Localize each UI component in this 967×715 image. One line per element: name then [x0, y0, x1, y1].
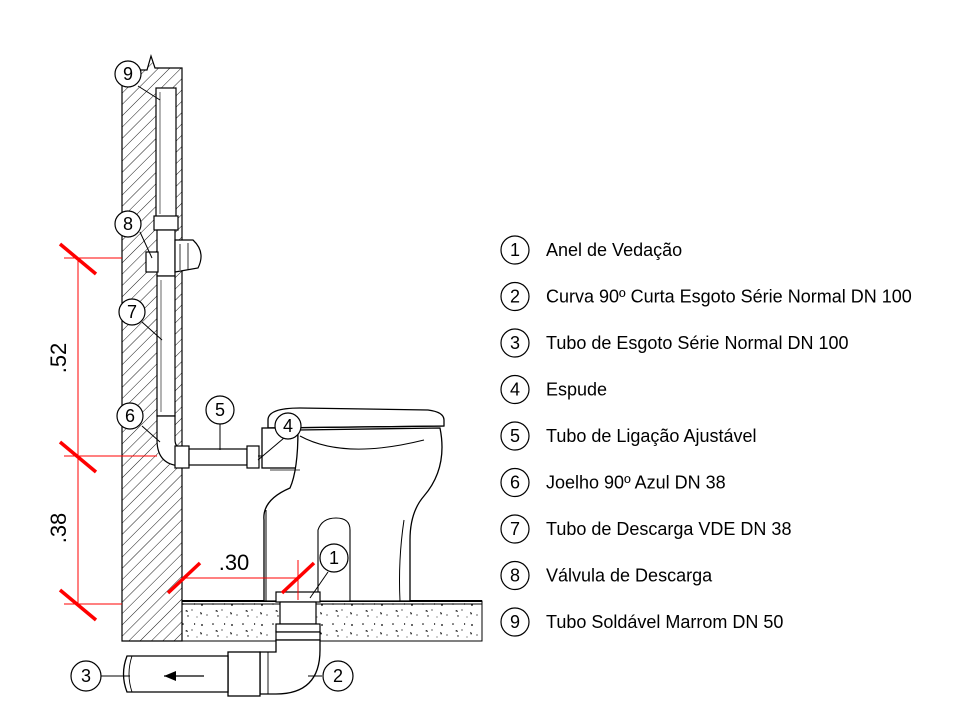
legend-item-number: 1: [510, 240, 520, 260]
legend-item-circle: [500, 467, 530, 498]
callout-8-number: 8: [123, 214, 133, 234]
legend-item-number: 2: [510, 287, 520, 307]
callout-4-number: 4: [283, 416, 293, 436]
callout-7: 7: [118, 298, 146, 326]
legend-item-label: Tubo de Esgoto Série Normal DN 100: [546, 333, 848, 353]
legend-item: 8 Válvula de Descarga: [500, 560, 713, 591]
legend-item-label: Curva 90º Curta Esgoto Série Normal DN 1…: [546, 287, 912, 307]
legend-item: 2 Curva 90º Curta Esgoto Série Normal DN …: [500, 281, 912, 312]
callout-1-number: 1: [329, 548, 339, 568]
toilet: [258, 407, 445, 602]
dimension-lines: [58, 242, 316, 622]
legend-item-label: Tubo de Ligação Ajustável: [546, 426, 756, 446]
legend-item-circle: [500, 235, 530, 265]
callout-8: 8: [114, 210, 142, 238]
callout-6-number: 6: [125, 406, 135, 426]
dimension-horizontal-label: .30: [219, 550, 250, 575]
flush-valve: [145, 229, 202, 277]
callout-6: 6: [116, 402, 144, 430]
discharge-tube: [156, 275, 176, 417]
connection-tube: [188, 445, 260, 469]
legend-item: 5 Tubo de Ligação Ajustável: [500, 421, 756, 451]
legend-item-label: Espude: [546, 380, 607, 400]
legend-item-circle: [500, 421, 530, 451]
legend-item-label: Tubo Soldável Marrom DN 50: [546, 612, 783, 632]
legend-item-circle: [500, 374, 530, 405]
callout-2: 2: [322, 660, 354, 692]
legend-item-number: 8: [510, 566, 520, 586]
legend-item-circle: [500, 560, 530, 591]
legend-item: 3 Tubo de Esgoto Série Normal DN 100: [500, 328, 848, 358]
callout-4: 4: [274, 412, 302, 440]
legend-item-number: 9: [510, 612, 520, 632]
legend: 1 Anel de Vedação 2 Curva 90º Curta Esgoto …: [500, 235, 912, 637]
soldavel-pipe: [153, 87, 179, 231]
dimension-upper-label: .52: [46, 343, 71, 374]
legend-item-circle: [500, 281, 530, 312]
floor-slab: [181, 600, 483, 642]
legend-item-number: 4: [510, 380, 520, 400]
callout-1: 1: [319, 543, 349, 573]
dimension-lower-label: .38: [46, 513, 71, 544]
legend-item: 1 Anel de Vedação: [500, 235, 682, 265]
legend-item-label: Válvula de Descarga: [546, 566, 713, 586]
callout-3-number: 3: [81, 666, 91, 686]
legend-item-number: 7: [510, 519, 520, 539]
callout-7-number: 7: [127, 302, 137, 322]
legend-item-label: Tubo de Descarga VDE DN 38: [546, 519, 791, 539]
callout-3: 3: [70, 660, 102, 692]
callout-9: 9: [114, 60, 142, 88]
callout-2-number: 2: [333, 666, 343, 686]
callout-leaders: [100, 85, 329, 677]
legend-item-circle: [500, 607, 530, 637]
legend-item-label: Joelho 90º Azul DN 38: [546, 473, 726, 493]
callout-5-number: 5: [215, 400, 225, 420]
legend-item: 6 Joelho 90º Azul DN 38: [500, 467, 726, 498]
legend-item: 9 Tubo Soldável Marrom DN 50: [500, 607, 783, 637]
legend-item: 7 Tubo de Descarga VDE DN 38: [500, 514, 791, 544]
callout-9-number: 9: [123, 64, 133, 84]
legend-item-number: 5: [510, 426, 520, 446]
legend-item-label: Anel de Vedação: [546, 240, 682, 260]
legend-item-number: 6: [510, 473, 520, 493]
callout-5: 5: [205, 395, 235, 425]
legend-item-number: 3: [510, 333, 520, 353]
legend-item-circle: [500, 514, 530, 544]
sewer-tube: [122, 655, 229, 693]
legend-item: 4 Espude: [500, 374, 607, 405]
legend-item-circle: [500, 328, 530, 358]
short-curve-90: [227, 639, 321, 697]
